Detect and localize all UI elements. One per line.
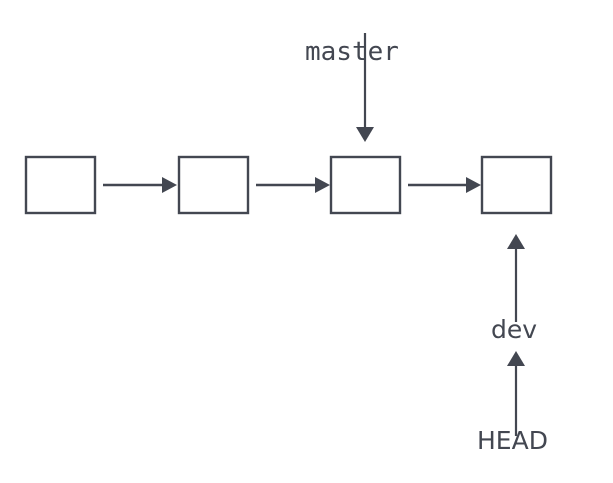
ref-pointer-master <box>356 33 374 142</box>
ref-pointer-head <box>507 351 525 436</box>
ref-label-dev[interactable]: dev <box>491 315 537 344</box>
commit-node-3[interactable] <box>329 155 402 215</box>
arrow-head-right-icon <box>466 177 481 193</box>
commit-edge-2-to-3 <box>256 177 330 193</box>
commit-node-2[interactable] <box>177 155 250 215</box>
arrow-head-right-icon <box>162 177 177 193</box>
arrow-head-down-icon <box>356 127 374 142</box>
ref-pointer-dev <box>507 234 525 322</box>
arrow-head-right-icon <box>315 177 330 193</box>
ref-label-head[interactable]: HEAD <box>477 426 548 455</box>
commit-edge-1-to-2 <box>103 177 177 193</box>
arrow-head-up-icon <box>507 234 525 249</box>
commit-node-4[interactable] <box>480 155 553 215</box>
commit-node-1[interactable] <box>24 155 97 215</box>
commit-edge-3-to-4 <box>408 177 481 193</box>
ref-label-master[interactable]: master <box>305 37 399 67</box>
arrow-head-up-icon <box>507 351 525 366</box>
